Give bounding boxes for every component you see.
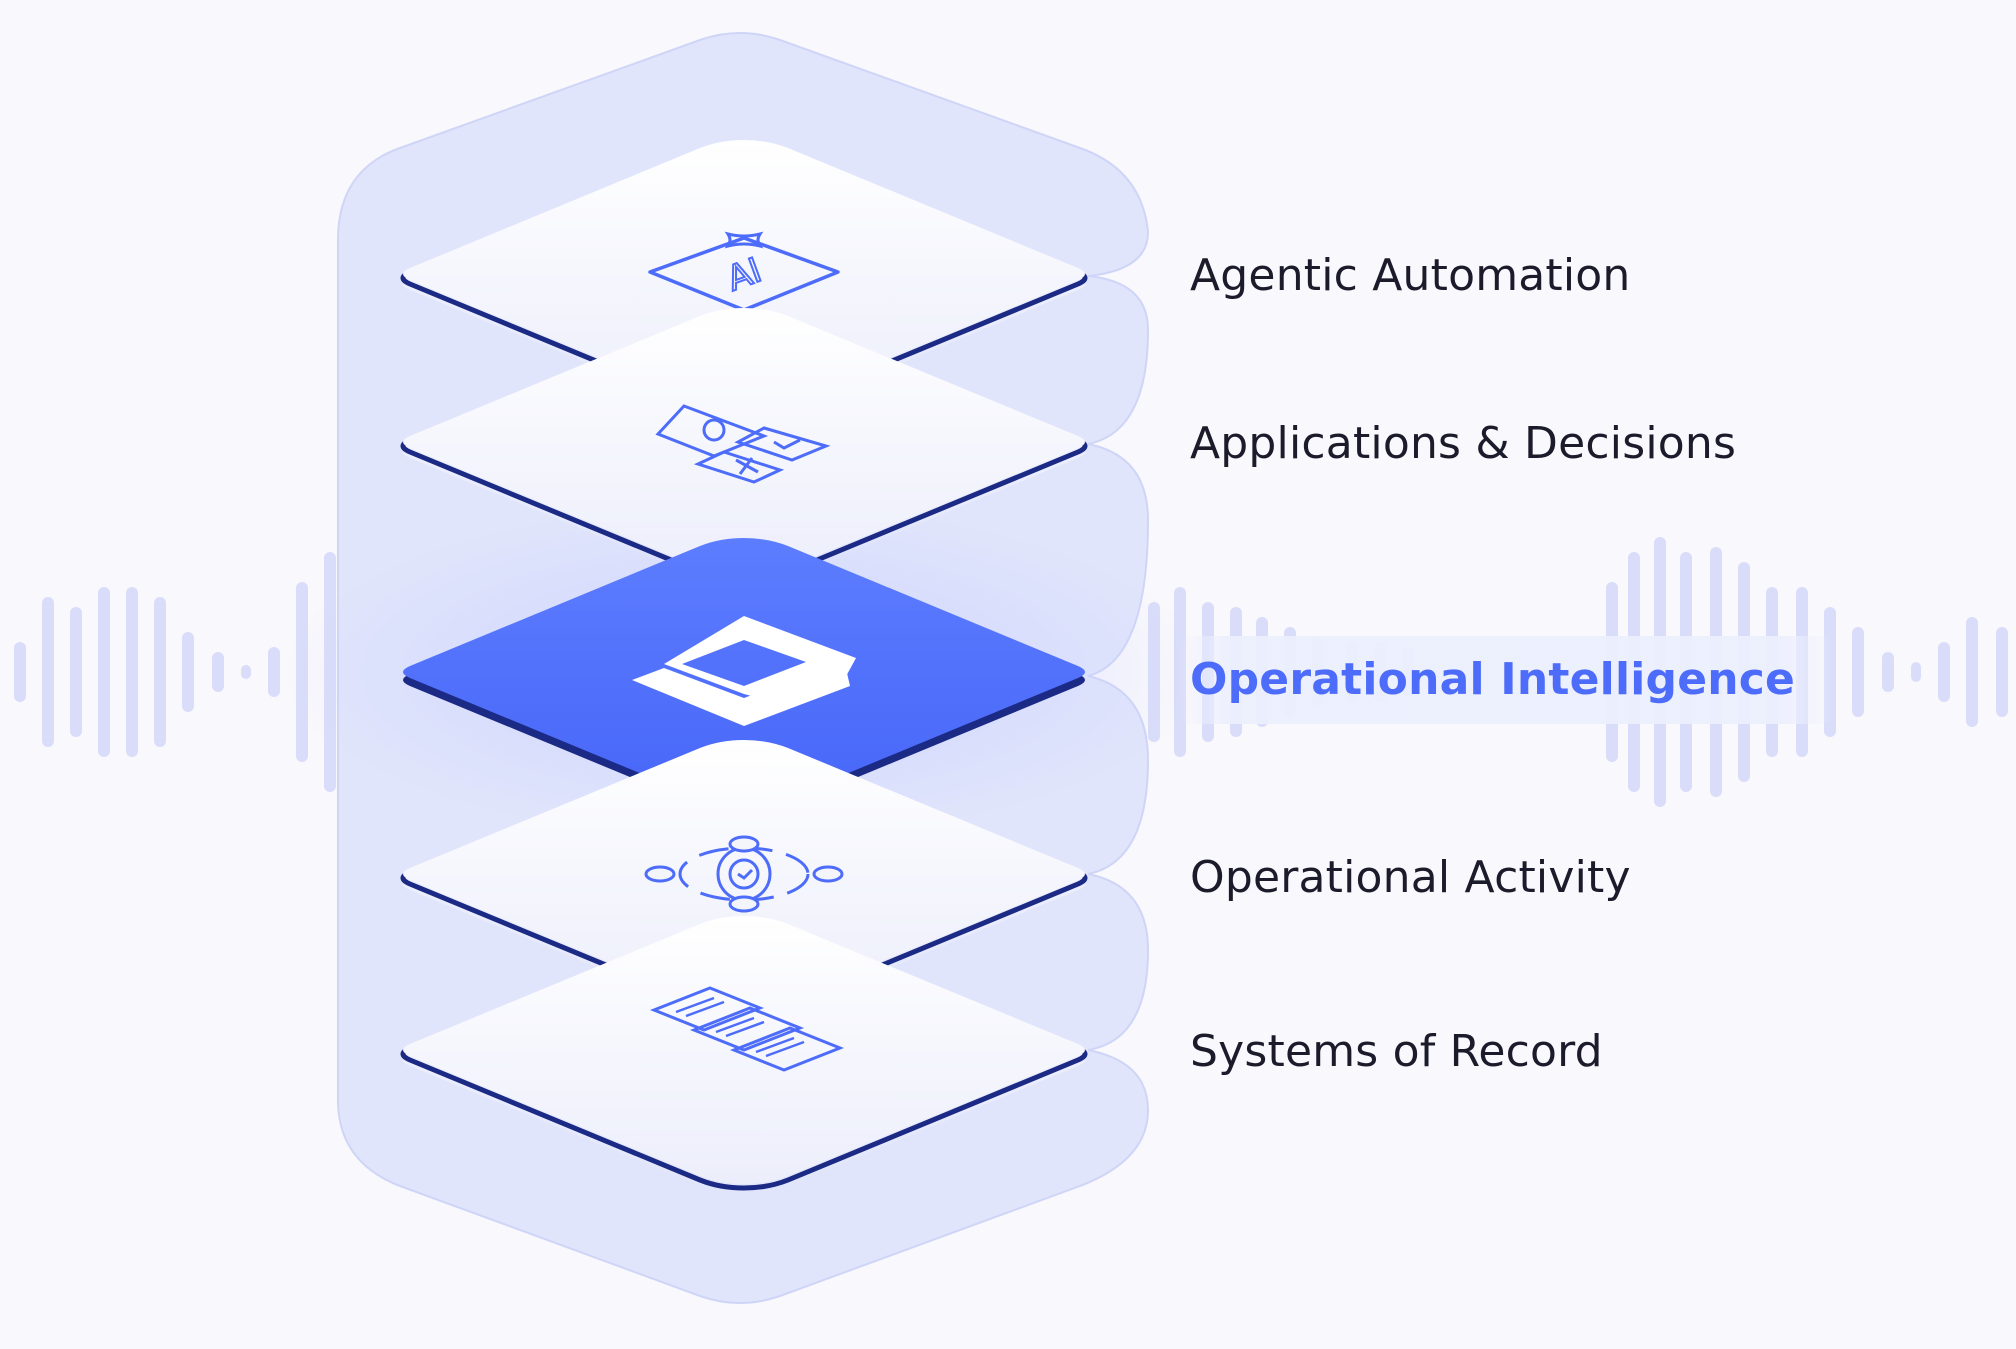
wave-bar <box>1852 627 1864 717</box>
layer-plate-1: AI <box>400 140 1088 418</box>
plate-top <box>403 140 1085 408</box>
wave-bar <box>182 632 194 712</box>
layer-label-1: Agentic Automation <box>1190 250 1631 301</box>
layer-plate-5 <box>400 916 1088 1194</box>
wave-bar <box>268 647 280 697</box>
wave-bar <box>1996 627 2008 717</box>
gear-network-icon <box>644 835 844 913</box>
layer-plates: AI <box>400 140 1088 1194</box>
wave-bar <box>154 597 166 747</box>
wave-bar <box>212 652 224 692</box>
plate-top <box>403 308 1085 576</box>
wave-bar <box>14 642 26 702</box>
layer-label-5: Systems of Record <box>1190 1026 1603 1077</box>
layer-label-3: Operational Intelligence <box>1178 636 1836 724</box>
wave-bar <box>126 587 138 757</box>
layer-plate-3 <box>403 538 1085 814</box>
stacked-square-logo-icon <box>632 616 856 726</box>
plate-top <box>403 538 1085 806</box>
layer-plate-4 <box>400 740 1088 1018</box>
wave-bar <box>1966 617 1978 727</box>
plate-top <box>403 740 1085 1008</box>
layer-label-2: Applications & Decisions <box>1190 418 1737 469</box>
layer-plate-2 <box>400 308 1088 586</box>
layer-label-4: Operational Activity <box>1190 852 1631 903</box>
server-stack-icon <box>649 986 845 1072</box>
wave-bar <box>70 607 82 737</box>
apps-decisions-icon <box>655 404 831 484</box>
wave-bar <box>1938 642 1950 702</box>
wave-bar <box>1911 662 1921 682</box>
wave-bar <box>98 587 110 757</box>
wave-bar <box>42 597 54 747</box>
wave-bar <box>1882 652 1894 692</box>
wave-bar <box>241 665 251 679</box>
